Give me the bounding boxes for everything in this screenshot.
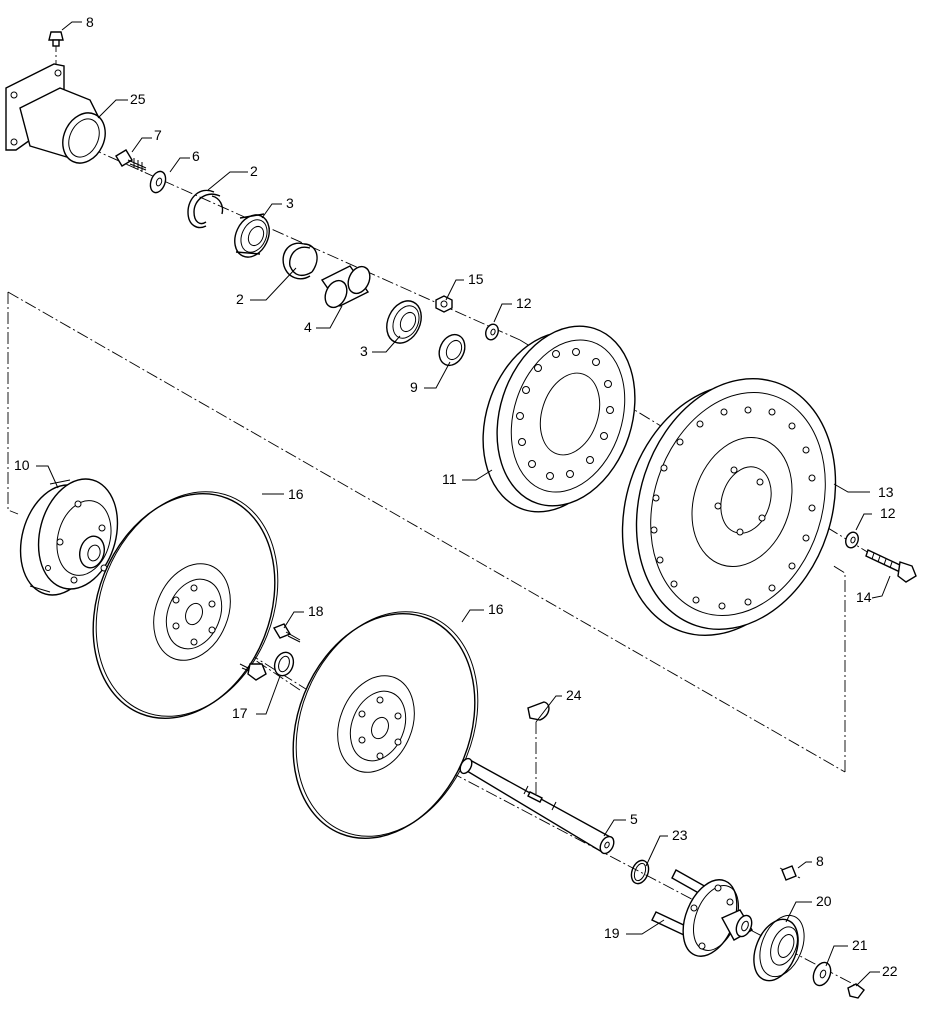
callout-18: 18 [308, 603, 324, 619]
callout-19: 19 [604, 925, 620, 941]
callout-3-lower: 3 [360, 343, 368, 359]
callout-12-upper: 12 [516, 295, 532, 311]
seal-part-9 [438, 333, 466, 367]
callout-25: 25 [130, 91, 146, 107]
callout-16-left: 16 [288, 486, 304, 502]
callout-14: 14 [856, 589, 872, 605]
callout-8-top: 8 [86, 14, 94, 30]
hub-part-19 [651, 869, 753, 957]
callout-6: 6 [192, 148, 200, 164]
callout-4: 4 [304, 319, 312, 335]
seal-part-20 [753, 914, 805, 982]
snap-ring-part-2-lower [282, 242, 318, 280]
callout-9: 9 [410, 379, 418, 395]
screw-part-22 [847, 983, 865, 999]
pulley-11-bolt-holes [516, 348, 614, 480]
callout-12-lower: 12 [880, 505, 896, 521]
pulley-part-13 [621, 378, 837, 636]
callout-20: 20 [816, 893, 832, 909]
ring-part-23 [630, 859, 650, 885]
callout-3-upper: 3 [286, 195, 294, 211]
disc-part-16-left [92, 491, 279, 719]
callout-22: 22 [882, 963, 898, 979]
washer-part-21 [812, 961, 832, 987]
washer-part-12-upper [485, 323, 499, 341]
bolt-part-14 [865, 549, 917, 583]
callout-10: 10 [14, 457, 30, 473]
grease-fitting-part-8-top [48, 31, 64, 47]
callout-23: 23 [672, 827, 688, 843]
bearing-part-3-lower [386, 300, 422, 344]
washer-part-12-lower [845, 531, 859, 549]
spacer-part-4 [320, 265, 371, 309]
callout-2-lower: 2 [236, 291, 244, 307]
callout-24: 24 [566, 687, 582, 703]
hub-part-10 [19, 478, 119, 596]
pulley-13-bolt-holes [650, 406, 816, 610]
snap-ring-part-2-upper [187, 189, 224, 229]
callout-labels: 8 25 7 6 2 3 2 4 15 12 3 9 11 13 12 14 1… [14, 14, 898, 979]
bearing-part-3-upper [234, 213, 270, 258]
callout-21: 21 [852, 937, 868, 953]
snap-ring-part-17 [273, 651, 295, 677]
callout-7: 7 [154, 127, 162, 143]
callout-13: 13 [878, 484, 894, 500]
callout-5: 5 [630, 811, 638, 827]
bolt-part-18 [272, 623, 301, 643]
bolt-part-17 [239, 663, 267, 681]
washer-part-6 [149, 170, 167, 194]
pulley-part-11 [482, 325, 636, 513]
key-part-24 [527, 701, 550, 721]
callout-2-upper: 2 [250, 163, 258, 179]
nut-part-15 [435, 295, 453, 313]
callout-17: 17 [232, 705, 248, 721]
bearing-housing-part-25 [5, 63, 106, 164]
callout-16-right: 16 [488, 601, 504, 617]
callout-11: 11 [442, 471, 457, 487]
callout-8-lower: 8 [816, 853, 824, 869]
disc-part-16-right [292, 611, 479, 839]
leader-lines [36, 21, 891, 987]
callout-15: 15 [468, 271, 484, 287]
grease-fitting-part-8-lower [781, 865, 797, 881]
bolt-part-7 [115, 149, 147, 172]
shaft-part-5 [459, 757, 615, 855]
